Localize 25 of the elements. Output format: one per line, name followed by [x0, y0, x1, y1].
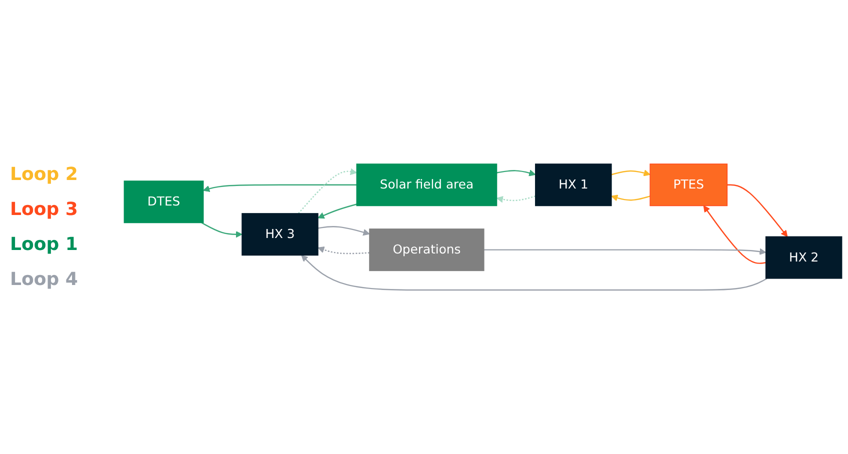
- arrow: [301, 254, 768, 291]
- arrow: [496, 170, 536, 176]
- arrow: [496, 196, 536, 203]
- arrow: [703, 205, 766, 264]
- arrow: [318, 246, 370, 254]
- node-box: Operations: [369, 228, 484, 272]
- node-box: DTES: [124, 180, 204, 224]
- arrow: [318, 204, 357, 219]
- loop-label: Loop 3: [10, 199, 79, 220]
- arrow: [727, 184, 788, 237]
- arrow: [484, 248, 766, 255]
- loop-label: Loop 1: [10, 234, 79, 255]
- node-box: HX 3: [242, 213, 318, 256]
- arrow: [203, 184, 357, 192]
- arrow: [201, 222, 242, 238]
- loop-label: Loop 4: [10, 269, 79, 290]
- arrow: [611, 194, 650, 202]
- node-box: Solar field area: [356, 164, 498, 206]
- loop-label: Loop 2: [10, 164, 79, 185]
- node-box: HX 2: [765, 236, 842, 279]
- node-box: HX 1: [535, 164, 612, 206]
- arrow: [298, 168, 357, 214]
- arrow: [611, 170, 650, 176]
- arrow: [318, 226, 370, 236]
- node-box: PTES: [650, 164, 728, 206]
